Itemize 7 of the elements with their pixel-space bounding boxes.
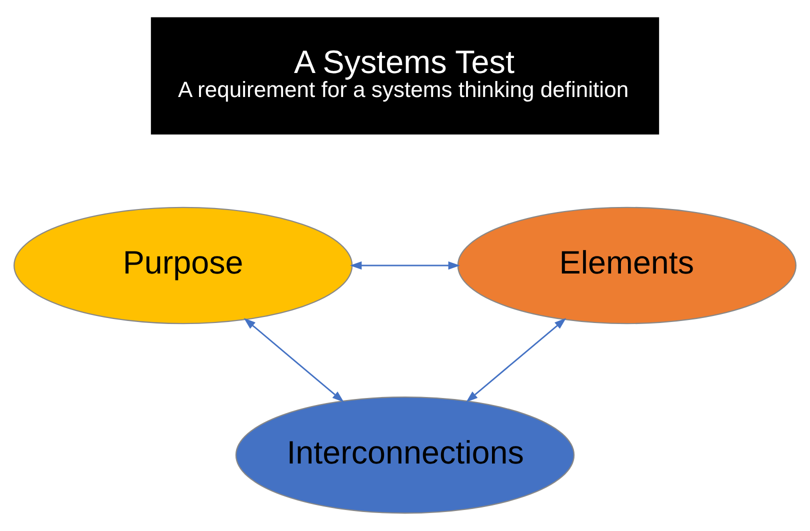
arrow <box>244 318 344 402</box>
node-box: A Systems Test A requirement for a systems thinking definition <box>150 17 660 135</box>
arrow <box>466 318 566 402</box>
node-ellipse: Interconnections <box>235 396 575 514</box>
node-ellipse: Elements <box>457 206 796 324</box>
arrow <box>350 261 460 270</box>
node-ellipse: Purpose <box>14 206 353 324</box>
